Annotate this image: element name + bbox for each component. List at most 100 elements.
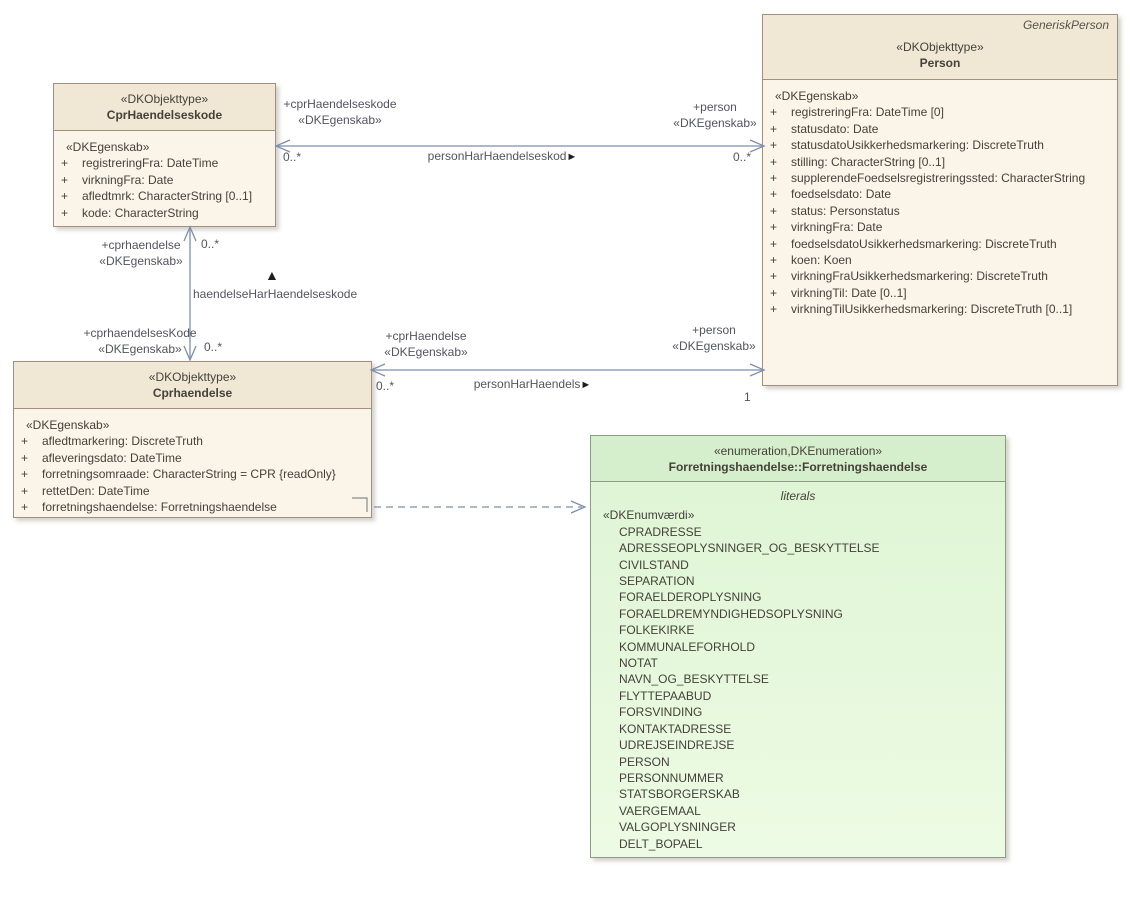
role-name: +cprHaendelse (385, 329, 467, 343)
attribute-text: statusdato: Date (791, 121, 879, 136)
attribute-stereotype-heading: «DKEgenskab» (66, 140, 150, 154)
enum-literal: CPRADRESSE (619, 524, 702, 539)
attribute-row: +virkningTilUsikkerhedsmarkering: Discre… (763, 301, 1117, 317)
class-stereotype: «DKObjekttype» (120, 92, 209, 106)
attribute-text: forretningsomraade: CharacterString = CP… (42, 467, 336, 482)
class-stereotype: «DKObjekttype» (896, 40, 984, 54)
class-person[interactable]: GeneriskPerson «DKObjekttype» Person «DK… (762, 14, 1118, 386)
target-multiplicity: 1 (744, 390, 751, 404)
class-stereotype: «DKObjekttype» (148, 370, 237, 384)
role-stereotype: «DKEgenskab» (384, 345, 468, 359)
enum-literal: NOTAT (619, 656, 658, 671)
class-cprhaendelseskode[interactable]: «DKObjekttype» CprHaendelseskode «DKEgen… (53, 83, 276, 227)
enum-literal: FOLKEKIRKE (619, 623, 695, 638)
enum-literal: VAERGEMAAL (619, 803, 701, 818)
class-attribute-compartment: «DKEgenskab» +registreringFra: DateTime+… (54, 131, 275, 226)
visibility-symbol: + (770, 302, 778, 317)
compartment-label: literals (780, 489, 816, 503)
visibility-symbol: + (61, 156, 69, 171)
association-name: haendelseHarHaendelseskode (193, 287, 358, 301)
enum-literal: KONTAKTADRESSE (619, 721, 732, 736)
class-name: Cprhaendelse (152, 386, 233, 400)
attribute-text: afleveringsdato: DateTime (42, 450, 182, 465)
attribute-row: +supplerendeFoedselsregistreringssted: C… (763, 170, 1117, 186)
attribute-text: rettetDen: DateTime (42, 483, 150, 498)
enum-literal: VALGOPLYSNINGER (619, 820, 736, 835)
direction-arrow-icon: ► (580, 379, 592, 391)
attribute-row: +virkningFra: Date (54, 172, 275, 188)
enum-name: Forretningshaendelse::Forretningshaendel… (668, 460, 928, 474)
enum-header: «enumeration,DKEnumeration» Forretningsh… (591, 436, 1005, 482)
attribute-text: forretningshaendelse: Forretningshaendel… (42, 500, 277, 515)
visibility-symbol: + (21, 500, 29, 515)
target-role-label: +person «DKEgenskab» (662, 322, 766, 354)
visibility-symbol: + (61, 189, 69, 204)
enumeration-forretningshaendelse[interactable]: «enumeration,DKEnumeration» Forretningsh… (590, 435, 1006, 858)
visibility-symbol: + (770, 220, 778, 235)
bottom-multiplicity: 0..* (204, 340, 223, 354)
association-name: personHarHaendelseskod (427, 149, 567, 163)
attribute-text: virkningFra: Date (791, 220, 883, 235)
attribute-row: + koen: Koen (763, 252, 1117, 268)
attribute-text: statusdatoUsikkerhedsmarkering: Discrete… (791, 138, 1044, 153)
attribute-stereotype-heading: «DKEgenskab» (775, 89, 859, 103)
visibility-symbol: + (61, 172, 69, 187)
class-name: CprHaendelseskode (106, 108, 223, 122)
enum-stereotype: «enumeration,DKEnumeration» (713, 444, 883, 458)
attribute-text: afledtmrk: CharacterString [0..1] (82, 189, 253, 204)
attribute-list: +afledtmarkering: DiscreteTruth+afleveri… (14, 433, 371, 515)
visibility-symbol: + (61, 205, 69, 220)
enum-literal: CIVILSTAND (619, 557, 689, 572)
target-role-label: +person «DKEgenskab» (665, 99, 765, 131)
attribute-text: status: Personstatus (791, 203, 900, 218)
attribute-text: supplerendeFoedselsregistreringssted: Ch… (791, 171, 1086, 186)
class-annotation: GeneriskPerson (1022, 18, 1109, 32)
role-name: +cprhaendelse (101, 238, 181, 252)
source-multiplicity: 0..* (283, 150, 302, 164)
class-header: «DKObjekttype» Cprhaendelse (14, 362, 371, 409)
role-stereotype: «DKEgenskab» (298, 113, 382, 127)
attribute-row: +statusdato: Date (763, 121, 1117, 137)
attribute-row: +foedselsdatoUsikkerhedsmarkering: Discr… (763, 236, 1117, 252)
association-name: personHarHaendels (473, 377, 581, 391)
enum-literal: DELT_BOPAEL (619, 836, 703, 851)
enum-values-heading: «DKEnumværdi» (603, 508, 695, 523)
association-name-label: personHarHaendelseskod► (395, 148, 610, 165)
attribute-text: virkningFraUsikkerhedsmarkering: Discret… (791, 269, 1048, 284)
visibility-symbol: + (770, 187, 778, 202)
enum-literal: KOMMUNALEFORHOLD (619, 639, 756, 654)
attribute-row: +afleveringsdato: DateTime (14, 450, 371, 466)
role-name: +person (692, 323, 736, 337)
attribute-text: afledtmarkering: DiscreteTruth (42, 434, 203, 449)
class-cprhaendelse[interactable]: «DKObjekttype» Cprhaendelse «DKEgenskab»… (13, 361, 372, 518)
visibility-symbol: + (21, 434, 29, 449)
visibility-symbol: + (770, 154, 778, 169)
role-name: +cprHaendelseskode (283, 97, 397, 111)
visibility-symbol: + (770, 138, 778, 153)
attribute-row: +foedselsdato: Date (763, 186, 1117, 202)
visibility-symbol: + (770, 253, 778, 268)
class-attribute-compartment: «DKEgenskab» +afledtmarkering: DiscreteT… (14, 409, 371, 517)
direction-arrow-icon: ▲ (265, 267, 279, 283)
attribute-row: + forretningshaendelse: Forretningshaende… (14, 499, 371, 515)
attribute-text: registreringFra: DateTime (82, 156, 219, 171)
attribute-row: +rettetDen: DateTime (14, 483, 371, 499)
visibility-symbol: + (770, 236, 778, 251)
attribute-text: virkningTil: Date [0..1] (791, 285, 907, 300)
attribute-row: +forretningsomraade: CharacterString = C… (14, 466, 371, 482)
visibility-symbol: + (770, 105, 778, 120)
enum-literal: PERSONNUMMER (619, 770, 724, 785)
attribute-text: koen: Koen (791, 253, 852, 268)
attribute-text: registreringFra: DateTime [0] (791, 105, 944, 120)
attribute-text: kode: CharacterString (82, 205, 199, 220)
bottom-role-label: +cprhaendelsesKode «DKEgenskab» (72, 325, 208, 357)
enum-literal: FORSVINDING (619, 705, 703, 720)
source-multiplicity: 0..* (376, 379, 395, 393)
attribute-row: + registreringFra: DateTime (54, 155, 275, 171)
target-multiplicity: 0..* (733, 150, 752, 164)
attribute-row: + statusdatoUsikkerhedsmarkering: Discret… (763, 137, 1117, 153)
top-role-label: +cprhaendelse «DKEgenskab» (90, 237, 192, 269)
role-stereotype: «DKEgenskab» (99, 254, 183, 268)
